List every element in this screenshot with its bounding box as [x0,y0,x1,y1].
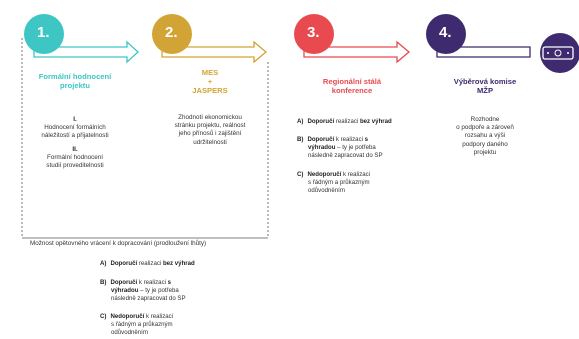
step-2-title-line-3: JASPERS [192,86,228,96]
step-2-title-line-1: MES [201,68,219,77]
bottom-option-b-label: B) [100,279,107,286]
step-3-option-b-line2: – ty je potřeba [335,143,376,151]
step-1-part-1-line-2: náležitostí a přijatelnosti [41,132,109,140]
step-4-title: Výběrová komise MŽP [435,77,535,95]
step-2-title-line-2: + [207,77,213,87]
step-3-option-a: A)Doporučí realizaci bez výhrad [297,118,422,126]
bottom-option-b-bold: Doporučí [110,279,138,286]
step-1-number: 1. [37,24,50,41]
step-4-circle [426,14,466,54]
step-4-title-line-1: Výběrová komise [453,77,517,86]
step-4-title-line-2: MŽP [476,86,494,96]
rework-note: Možnost opětovného vrácení k dopracování… [30,240,207,247]
step-3-option-b-bold2: s [364,136,369,143]
step-3-option-c-rest: k realizaci [341,171,371,178]
step-2-body: Zhodnotí ekonomickou stránku projektu, r… [160,114,260,147]
step-3-number: 3. [307,24,320,41]
step-1-title: Formální hodnocení projektu [25,72,125,90]
bottom-option-a-rest: realizaci [137,260,163,267]
step-3-option-a-bold: Doporučí [307,118,335,125]
step-3-option-c-label: C) [297,171,304,178]
banknote-dot-left [547,52,549,54]
step-2-arrow [161,40,268,64]
step-4-marker [426,14,579,73]
step-2-circle [152,14,192,54]
step-3-option-c-line3: odůvodněním [308,186,345,194]
step-4-number: 4. [439,24,452,41]
bottom-option-b-bold3: výhradou [111,286,139,294]
step-1-title-line-1: Formální hodnocení [38,72,112,81]
step-3-option-c: C)Nedoporučí k realizaci s řádným a průk… [297,171,422,194]
step-4-body: Rozhodne o podpoře a zároveň rozsahu a v… [435,116,535,157]
step-3-option-a-bold2: bez výhrad [359,118,392,125]
step-2-number: 2. [165,24,178,41]
step-4-arrow [436,46,531,58]
bottom-option-b-bold2: s [167,279,172,286]
banknote-coin-icon [554,49,562,57]
step-3-option-b-bold: Doporučí [307,136,335,143]
banknote-dot-right [567,52,569,54]
step-4-body-line-3: rozsahu a výši [464,132,506,140]
bottom-option-c-bold: Nedoporučí [110,313,145,320]
bottom-option-b-line2: – ty je potřeba [138,286,179,294]
bottom-option-a-bold2: bez výhrad [162,260,195,267]
approval-banknote-icon [542,46,574,60]
step-3-title-line-2: konference [331,86,373,96]
step-3-option-b: B)Doporučí k realizaci s výhradou – ty j… [297,136,422,159]
step-3-option-b-rest: k realizaci [334,136,365,143]
step-2-title: MES + JASPERS [160,68,260,96]
bottom-option-b-rest: k realizaci [137,279,168,286]
step-3-option-b-line3: následně zapracovat do SP [308,151,383,159]
bottom-option-b-line3: následně zapracovat do SP [111,294,186,302]
bottom-option-c-line2: s řádným a průkazným [111,320,173,328]
step-1-circle [24,14,64,54]
step-3-option-a-label: A) [297,118,304,125]
bottom-option-c-line3: odůvodněním [111,328,148,336]
step-4-body-line-2: o podpoře a zároveň [456,124,514,132]
step-3-title: Regionální stálá konference [302,77,402,95]
bottom-option-a-bold: Doporučí [110,260,138,267]
step-4-body-line-5: projektu [473,148,497,156]
step-3-arrow [303,40,411,64]
step-2-marker [152,14,268,64]
step-1-part-2-line-2: studií proveditelnosti [46,162,104,170]
step-1-part-2-roman: II. [72,145,78,153]
step-4-body-line-1: Rozhodne [470,116,500,123]
bottom-option-a-label: A) [100,260,107,267]
step-1-part-2-line-1: Formální hodnocení [46,153,103,161]
step-3-option-b-bold3: výhradou [308,143,336,151]
step-3-option-c-bold: Nedoporučí [307,171,342,178]
step-2-body-line-4: udržitelnosti [193,138,227,146]
step-3-marker [294,14,411,64]
bottom-option-c-rest: k realizaci [144,313,174,320]
bottom-option-c: C)Nedoporučí k realizaci s řádným a průk… [100,313,240,336]
step-3-option-c-line2: s řádným a průkazným [308,178,370,186]
step-1-marker [24,14,139,64]
step-1-part-1-line-1: Hodnocení formálních [44,124,106,132]
step-1-title-line-2: projektu [60,81,90,91]
step-1-arrow [33,40,139,64]
step-3-title-line-1: Regionální stálá [322,77,382,86]
approval-badge [540,33,579,73]
bottom-option-a: A)Doporučí realizaci bez výhrad [100,260,240,268]
step-1-body: I. Hodnocení formálních náležitostí a př… [25,116,125,170]
bottom-option-b: B)Doporučí k realizaci s výhradou – ty j… [100,279,240,302]
step-2-body-line-1: Zhodnotí ekonomickou [178,114,242,121]
step-2-body-line-2: stránku projektu, reálnost [174,122,246,130]
step-3-option-a-rest: realizaci [334,118,360,125]
step-3-option-b-label: B) [297,136,304,143]
step-1-part-1-roman: I. [73,116,77,123]
bottom-option-c-label: C) [100,313,107,320]
step-4-body-line-4: podpory daného [462,140,508,148]
step-2-body-line-3: jeho přínosů i zajištění [178,130,242,138]
step-3-circle [294,14,334,54]
